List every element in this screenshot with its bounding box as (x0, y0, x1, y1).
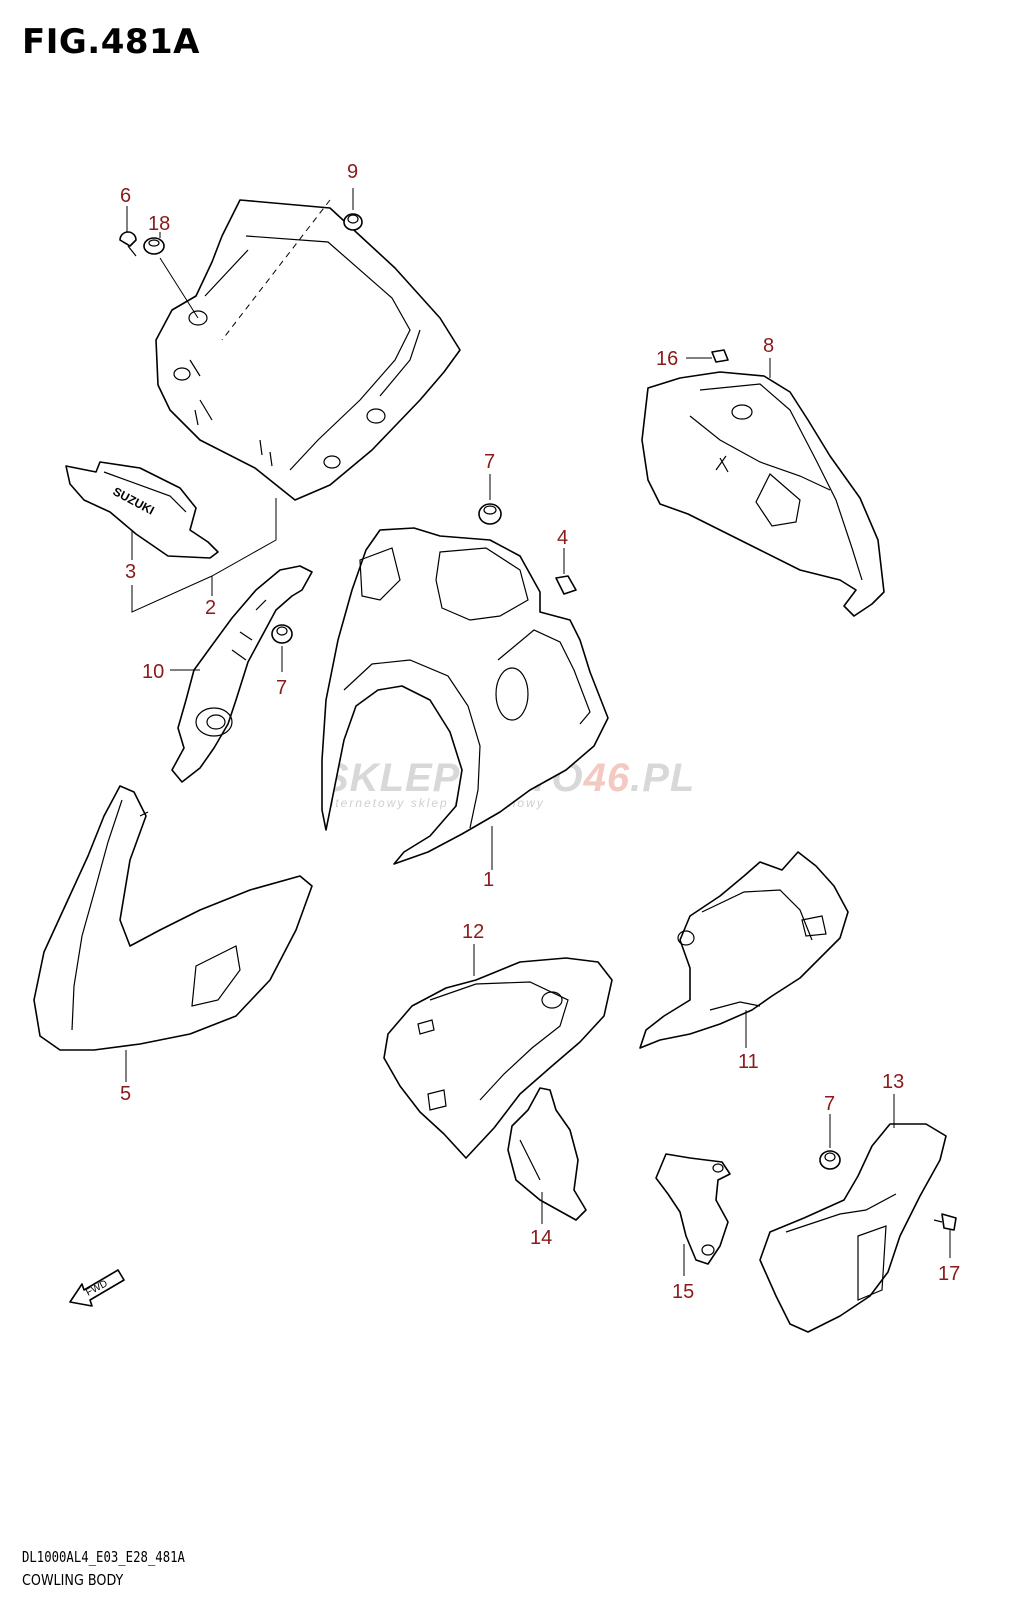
side-lower-panel-11 (639, 851, 849, 1049)
inner-bracket-10 (171, 565, 313, 783)
bracket-15 (655, 1153, 731, 1265)
callout-12: 12 (462, 921, 484, 943)
callout-7-left: 7 (276, 677, 287, 699)
callout-18: 18 (148, 213, 170, 235)
leader-18 (159, 232, 199, 319)
screw-6 (119, 231, 137, 257)
callout-4: 4 (557, 527, 568, 549)
grommet-7-top (478, 503, 502, 525)
callout-16: 16 (656, 348, 678, 370)
emblem-panel-3: SUZUKI (65, 461, 219, 559)
grommet-7-left (271, 624, 293, 644)
clip-16 (711, 349, 729, 363)
small-cover-14 (507, 1087, 587, 1221)
figure-title: FIG.481A (22, 22, 200, 62)
callout-9: 9 (347, 161, 358, 183)
lower-cowl-13 (759, 1123, 947, 1333)
figure-name: COWLING BODY (22, 1571, 124, 1589)
callout-11: 11 (738, 1051, 759, 1073)
model-code: DL1000AL4_E03_E28_481A (22, 1548, 185, 1566)
callout-14: 14 (530, 1227, 552, 1249)
callout-1: 1 (483, 869, 494, 891)
watermark-suffix: .PL (630, 756, 696, 800)
callout-13: 13 (882, 1071, 904, 1093)
callout-10: 10 (142, 661, 164, 683)
grommet-7-right (819, 1150, 841, 1170)
side-panel-12 (383, 957, 613, 1159)
callout-15: 15 (672, 1281, 694, 1303)
fwd-arrow-icon: FWD (69, 1269, 125, 1307)
upper-cowl-1 (321, 527, 609, 865)
windscreen (155, 199, 461, 501)
callout-5: 5 (120, 1083, 131, 1105)
callout-3: 3 (125, 561, 136, 583)
callout-7-right: 7 (824, 1093, 835, 1115)
inner-panel-8 (641, 371, 885, 617)
front-cowl-5 (33, 785, 313, 1051)
clip-4 (555, 575, 577, 595)
callout-8: 8 (763, 335, 774, 357)
callout-7-top: 7 (484, 451, 495, 473)
grommet-9 (343, 213, 363, 231)
dashed-guide-9 (221, 199, 331, 341)
callout-17: 17 (938, 1263, 960, 1285)
callout-6: 6 (120, 185, 131, 207)
watermark-accent: 46 (583, 756, 631, 800)
collar-18 (143, 237, 165, 255)
callout-2: 2 (205, 597, 216, 619)
screw-17 (933, 1213, 957, 1231)
